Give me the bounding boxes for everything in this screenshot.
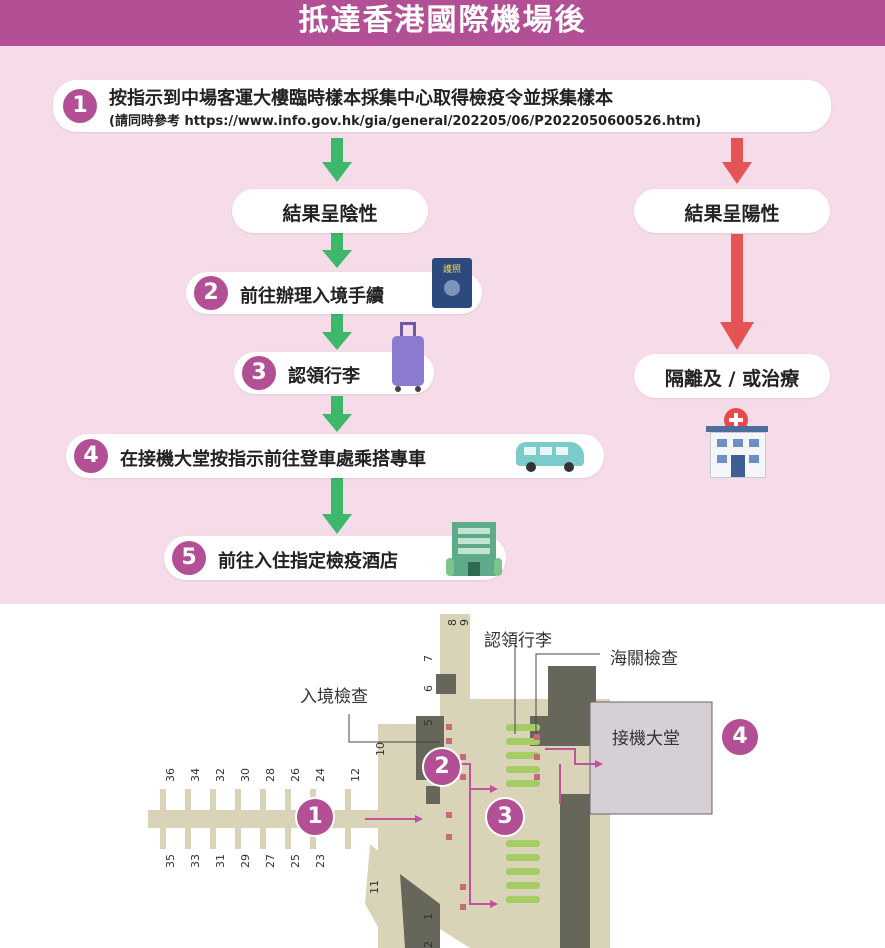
isolation-box: 隔離及 / 或治療 bbox=[634, 354, 830, 398]
arrival-hall-label: 接機大堂 bbox=[612, 729, 680, 749]
customs-label: 海關檢查 bbox=[610, 649, 678, 669]
green-arrows bbox=[322, 138, 352, 534]
passport-icon: 護照 bbox=[432, 258, 472, 308]
step-3-text: 認領行李 bbox=[288, 366, 360, 387]
gate-number: 23 bbox=[314, 854, 327, 868]
step-1-subtext: (請同時參考 https://www.info.gov.hk/gia/gener… bbox=[109, 114, 702, 129]
gate-number: 34 bbox=[189, 768, 202, 782]
gate-number: 29 bbox=[239, 854, 252, 868]
result-positive: 結果呈陽性 bbox=[634, 189, 830, 233]
step-1-text: 按指示到中場客運大樓臨時樣本採集中心取得檢疫令並採集樣本 bbox=[109, 88, 613, 109]
step-5-badge: 5 bbox=[172, 541, 206, 575]
gate-number: 9 bbox=[458, 619, 471, 626]
gate-number: 7 bbox=[422, 655, 435, 662]
airport-map-drawing bbox=[148, 614, 713, 948]
red-arrows bbox=[720, 138, 754, 350]
immigration-label: 入境檢查 bbox=[300, 687, 368, 707]
gate-number: 12 bbox=[349, 768, 362, 782]
step-3-badge: 3 bbox=[242, 356, 276, 390]
gate-number: 1 bbox=[422, 913, 435, 920]
step-2-badge: 2 bbox=[194, 276, 228, 310]
gate-number: 36 bbox=[164, 768, 177, 782]
gate-number: 33 bbox=[189, 854, 202, 868]
gate-number: 2 bbox=[422, 941, 435, 948]
map-marker-4: 4 bbox=[720, 717, 760, 757]
step-1-badge: 1 bbox=[63, 89, 97, 123]
page-title: 抵達香港國際機場後 bbox=[0, 0, 885, 46]
step-4-badge: 4 bbox=[74, 439, 108, 473]
gate-number: 30 bbox=[239, 768, 252, 782]
gate-number: 25 bbox=[289, 854, 302, 868]
map-marker-2: 2 bbox=[422, 747, 462, 787]
result-negative-text: 結果呈陰性 bbox=[282, 203, 378, 225]
hotel-icon bbox=[446, 522, 502, 578]
shuttle-bus-icon bbox=[516, 438, 586, 472]
gate-number: 35 bbox=[164, 854, 177, 868]
gate-number: 27 bbox=[264, 854, 277, 868]
result-positive-text: 結果呈陽性 bbox=[684, 203, 780, 225]
gate-number: 11 bbox=[368, 880, 381, 894]
procedure-panel: 1 按指示到中場客運大樓臨時樣本採集中心取得檢疫令並採集樣本 (請同時參考 ht… bbox=[0, 46, 885, 604]
flow-arrows bbox=[322, 138, 754, 534]
baggage-label: 認領行李 bbox=[484, 631, 552, 651]
map-marker-3: 3 bbox=[485, 797, 525, 837]
step-1: 1 按指示到中場客運大樓臨時樣本採集中心取得檢疫令並採集樣本 (請同時參考 ht… bbox=[53, 80, 831, 132]
map-marker-1: 1 bbox=[295, 797, 335, 837]
gate-number: 5 bbox=[422, 719, 435, 726]
airport-map: 36 34 32 30 28 26 24 12 35 33 31 29 27 2… bbox=[0, 604, 885, 948]
hospital-icon bbox=[706, 408, 768, 478]
gate-number: 6 bbox=[422, 685, 435, 692]
gate-number: 24 bbox=[314, 768, 327, 782]
step-5-text: 前往入住指定檢疫酒店 bbox=[218, 551, 398, 572]
isolation-text: 隔離及 / 或治療 bbox=[664, 368, 800, 390]
gate-number: 32 bbox=[214, 768, 227, 782]
step-2-text: 前往辦理入境手續 bbox=[240, 286, 384, 307]
result-negative: 結果呈陰性 bbox=[232, 189, 428, 233]
passport-label: 護照 bbox=[442, 265, 461, 275]
gate-number: 28 bbox=[264, 768, 277, 782]
step-4-text: 在接機大堂按指示前往登車處乘搭專車 bbox=[120, 449, 426, 470]
gate-number: 31 bbox=[214, 854, 227, 868]
step-4: 4 在接機大堂按指示前往登車處乘搭專車 bbox=[66, 434, 604, 478]
gate-number: 26 bbox=[289, 768, 302, 782]
suitcase-icon bbox=[392, 322, 424, 392]
gate-number: 10 bbox=[374, 742, 387, 756]
